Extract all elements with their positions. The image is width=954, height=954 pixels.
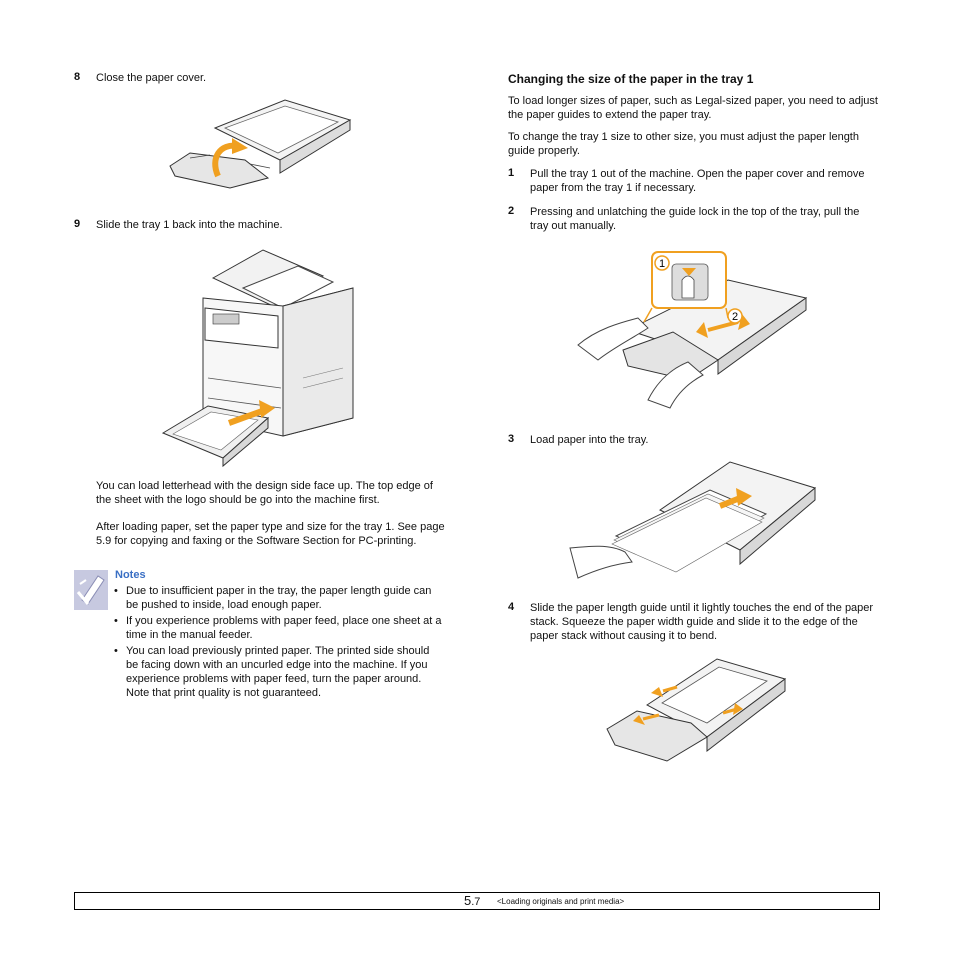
page-number-major: 5 — [464, 893, 472, 908]
page-footer: 5.7 <Loading originals and print media> — [74, 892, 880, 910]
step-3-number: 3 — [508, 433, 515, 445]
page-number: 5.7 — [464, 893, 480, 908]
step-3-text: Load paper into the tray. — [530, 434, 649, 446]
section-heading: Changing the size of the paper in the tr… — [508, 72, 754, 86]
step-9-text: Slide the tray 1 back into the machine. — [96, 219, 283, 231]
notes-item: Due to insufficient paper in the tray, t… — [114, 584, 444, 612]
intro-paragraph-1: To load longer sizes of paper, such as L… — [508, 95, 878, 121]
step-2-text: Pressing and unlatching the guide lock i… — [530, 206, 860, 232]
letterhead-paragraph: You can load letterhead with the design … — [96, 480, 433, 506]
load-paper-illustration — [569, 461, 817, 579]
step-8-text: Close the paper cover. — [96, 72, 207, 84]
insert-tray-machine-illustration — [161, 249, 354, 468]
step-4-text: Slide the paper length guide until it li… — [530, 602, 874, 642]
step-9-number: 9 — [74, 218, 81, 230]
callout-2-label: 2 — [732, 311, 738, 323]
step-1-number: 1 — [508, 167, 515, 179]
notes-list: Due to insufficient paper in the tray, t… — [114, 584, 444, 702]
paper-settings-paragraph: After loading paper, set the paper type … — [96, 521, 445, 547]
adjust-guides-illustration — [606, 658, 787, 762]
step-4-number: 4 — [508, 601, 515, 613]
section-name: <Loading originals and print media> — [497, 897, 625, 906]
step-2-number: 2 — [508, 205, 515, 217]
callout-1-label: 1 — [659, 258, 665, 270]
step-8-number: 8 — [74, 71, 81, 83]
notes-title: Notes — [115, 569, 146, 581]
notes-item: If you experience problems with paper fe… — [114, 614, 444, 642]
page-number-minor: .7 — [471, 896, 481, 908]
step-1-text: Pull the tray 1 out of the machine. Open… — [530, 168, 865, 194]
notes-icon — [74, 570, 108, 610]
intro-paragraph-2: To change the tray 1 size to other size,… — [508, 131, 859, 157]
close-paper-cover-illustration — [169, 99, 352, 189]
notes-item: You can load previously printed paper. T… — [114, 644, 444, 700]
extend-tray-illustration: 1 2 — [577, 251, 808, 409]
